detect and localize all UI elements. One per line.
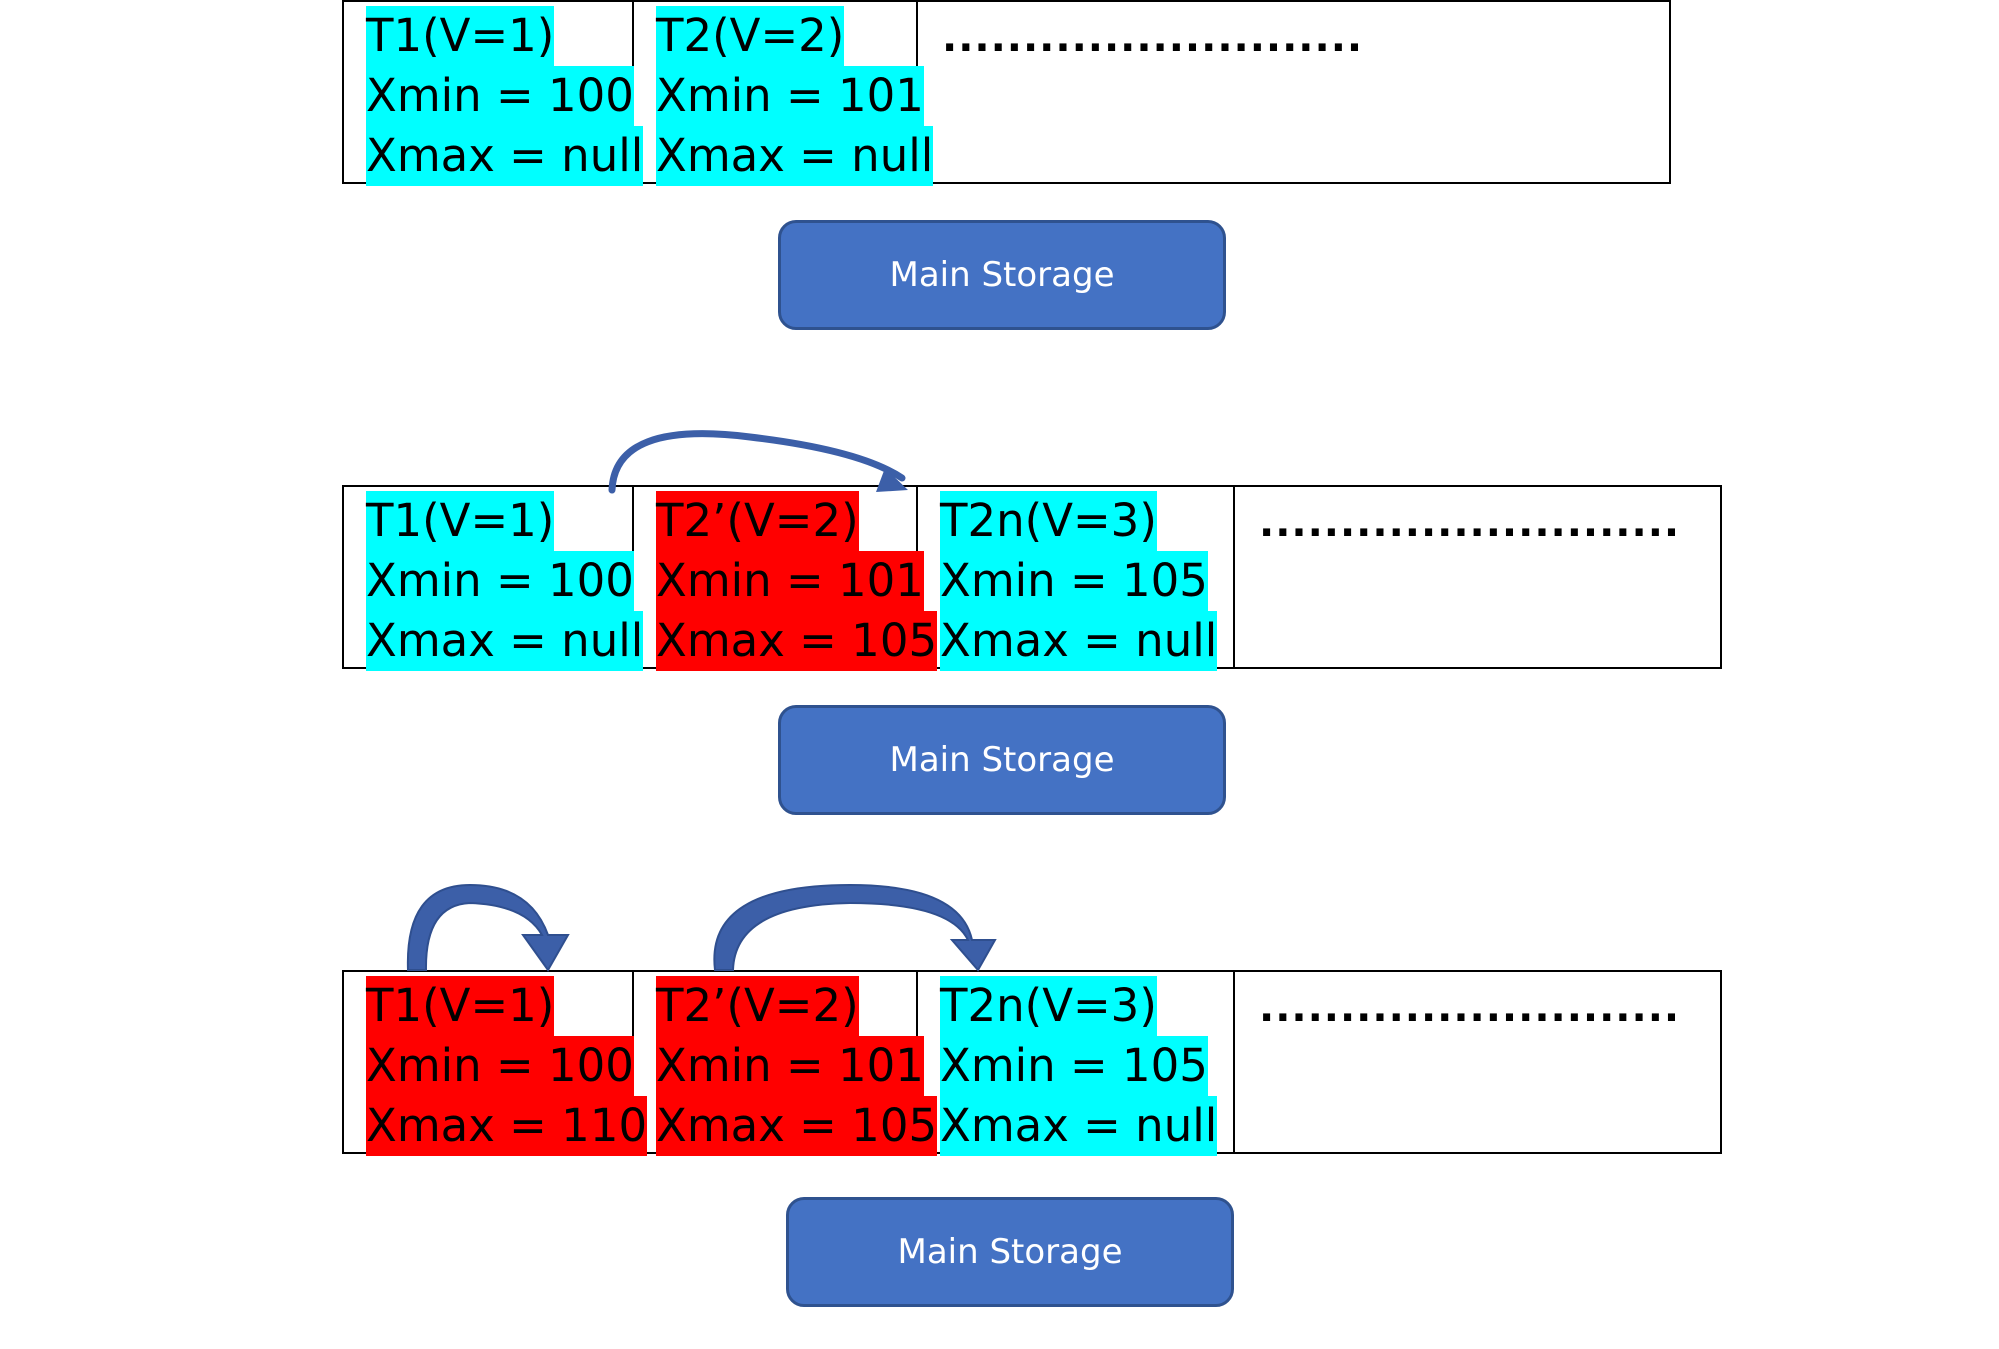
main-storage-box: Main Storage — [778, 220, 1226, 330]
tuple-cell-t2-new: T2n(V=3) Xmin = 105 Xmax = null — [918, 972, 1235, 1156]
tuple-xmax: Xmax = 110 — [366, 1096, 648, 1156]
tuple-xmax: Xmax = 105 — [656, 611, 938, 671]
tuple-row-2: T1(V=1) Xmin = 100 Xmax = null T2’(V=2) … — [342, 485, 1722, 671]
tuple-label: T2(V=2) — [656, 6, 845, 66]
tuple-cell-t1: T1(V=1) Xmin = 100 Xmax = null — [344, 2, 644, 186]
tuple-xmin: Xmin = 105 — [940, 551, 1208, 611]
tuple-xmax: Xmax = 105 — [656, 1096, 938, 1156]
empty-space-dots: .......................... — [1259, 985, 1681, 1031]
tuple-label: T1(V=1) — [366, 976, 555, 1036]
arrow-thick-t2-row-3 — [713, 883, 997, 972]
tuple-row-1: T1(V=1) Xmin = 100 Xmax = null T2(V=2) X… — [342, 0, 1671, 186]
tuple-cell-t1: T1(V=1) Xmin = 100 Xmax = null — [344, 487, 644, 671]
tuple-xmax: Xmax = null — [366, 611, 644, 671]
tuple-label: T2n(V=3) — [940, 491, 1157, 551]
tuple-cell-t2-new: T2n(V=3) Xmin = 105 Xmax = null — [918, 487, 1235, 671]
tuple-xmin: Xmin = 105 — [940, 1036, 1208, 1096]
empty-space-dots: .......................... — [1259, 500, 1681, 546]
tuple-xmax: Xmax = null — [940, 1096, 1218, 1156]
tuple-xmin: Xmin = 101 — [656, 551, 924, 611]
tuple-label: T2’(V=2) — [656, 976, 859, 1036]
tuple-cell-t2-old: T2’(V=2) Xmin = 101 Xmax = 105 — [634, 487, 938, 671]
empty-space-dots: .......................... — [942, 15, 1364, 61]
tuple-xmin: Xmin = 100 — [366, 1036, 634, 1096]
tuple-cell-t2-old: T2’(V=2) Xmin = 101 Xmax = 105 — [634, 972, 938, 1156]
tuple-xmax: Xmax = null — [656, 126, 934, 186]
tuple-cell-t1: T1(V=1) Xmin = 100 Xmax = 110 — [344, 972, 648, 1156]
arrow-thin-row-2 — [608, 430, 908, 494]
tuple-label: T2’(V=2) — [656, 491, 859, 551]
main-storage-box: Main Storage — [786, 1197, 1234, 1307]
tuple-xmax: Xmax = null — [940, 611, 1218, 671]
tuple-label: T2n(V=3) — [940, 976, 1157, 1036]
tuple-row-3: T1(V=1) Xmin = 100 Xmax = 110 T2’(V=2) X… — [342, 970, 1722, 1156]
tuple-xmin: Xmin = 101 — [656, 1036, 924, 1096]
tuple-label: T1(V=1) — [366, 6, 555, 66]
main-storage-box: Main Storage — [778, 705, 1226, 815]
tuple-cell-t2: T2(V=2) Xmin = 101 Xmax = null — [634, 2, 934, 186]
tuple-label: T1(V=1) — [366, 491, 555, 551]
tuple-xmax: Xmax = null — [366, 126, 644, 186]
tuple-xmin: Xmin = 100 — [366, 66, 634, 126]
arrow-thick-t1-row-3 — [406, 883, 570, 972]
tuple-xmin: Xmin = 101 — [656, 66, 924, 126]
tuple-xmin: Xmin = 100 — [366, 551, 634, 611]
